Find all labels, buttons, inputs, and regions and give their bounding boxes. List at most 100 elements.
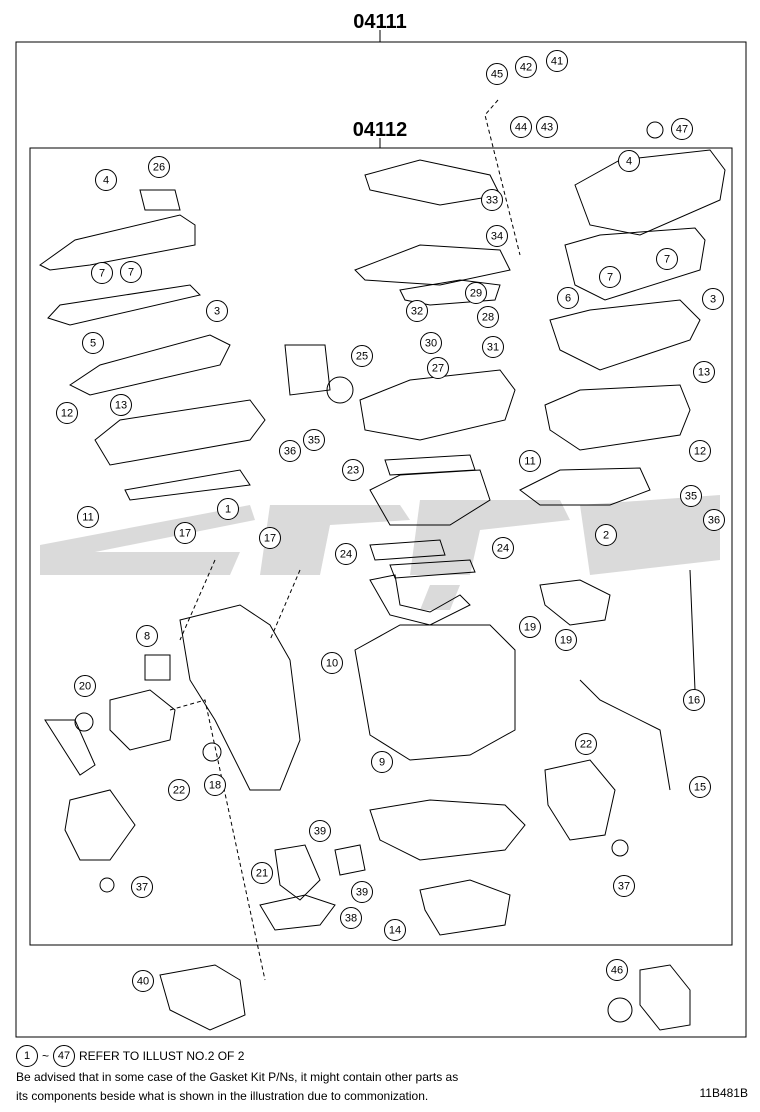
callout-number: 22 — [580, 739, 592, 751]
callout-circle — [519, 450, 541, 472]
callout-number: 37 — [618, 881, 630, 893]
callout-32: 32 — [406, 300, 428, 322]
callout-number: 11 — [524, 456, 535, 468]
egr-valve — [274, 844, 321, 901]
fuel-rail-lower — [399, 279, 501, 306]
dipstick-guide — [579, 679, 671, 791]
callout-circle — [656, 248, 678, 270]
callout-circle — [279, 440, 301, 462]
right-head-cover-gasket — [564, 227, 706, 301]
cylinder-block — [354, 624, 516, 761]
callout-circle — [82, 332, 104, 354]
outer-kit-frame — [15, 41, 747, 1038]
callout-circle — [546, 50, 568, 72]
callout-circle — [351, 345, 373, 367]
water-outlet — [539, 579, 611, 626]
intake-manifold — [369, 469, 491, 526]
advisory-note-line-2: its components beside what is shown in t… — [16, 1089, 429, 1103]
callout-number: 29 — [470, 288, 482, 300]
left-camshaft-housing — [69, 334, 231, 396]
callout-number: 28 — [482, 312, 494, 324]
callout-6: 6 — [557, 287, 579, 309]
callout-7: 7 — [656, 248, 678, 270]
callout-circle — [335, 543, 357, 565]
callout-26: 26 — [148, 156, 170, 178]
callout-24: 24 — [492, 537, 514, 559]
callout-37: 37 — [613, 875, 635, 897]
callout-circle — [384, 919, 406, 941]
callout-28: 28 — [477, 306, 499, 328]
callout-circle — [486, 225, 508, 247]
callout-circle — [683, 689, 705, 711]
callout-number: 6 — [565, 293, 571, 305]
callout-circle — [77, 506, 99, 528]
egr-bracket — [334, 844, 366, 876]
callout-number: 10 — [326, 658, 338, 670]
callout-number: 26 — [153, 162, 165, 174]
callout-number: 40 — [137, 976, 149, 988]
callout-11: 11 — [519, 450, 541, 472]
callout-circle — [110, 394, 132, 416]
callout-circle — [204, 774, 226, 796]
callout-circle — [599, 266, 621, 288]
throttle-body-gasket — [326, 376, 354, 404]
callout-number: 7 — [128, 267, 134, 279]
ref-end-circle: 47 — [53, 1045, 76, 1067]
callout-19: 19 — [519, 616, 541, 638]
callout-20: 20 — [74, 675, 96, 697]
right-camshaft-housing — [549, 299, 701, 371]
callout-circle — [492, 537, 514, 559]
callout-circle — [340, 907, 362, 929]
left-head-cover-gasket — [47, 284, 201, 326]
callout-23: 23 — [342, 459, 364, 481]
callout-circle — [519, 616, 541, 638]
fuel-rail — [354, 244, 511, 286]
callout-38: 38 — [340, 907, 362, 929]
crankshaft-front-seal — [202, 742, 222, 762]
callout-number: 38 — [345, 913, 357, 925]
callout-13: 13 — [110, 394, 132, 416]
callout-12: 12 — [56, 402, 78, 424]
callout-39: 39 — [309, 820, 331, 842]
callout-number: 46 — [611, 965, 623, 977]
callout-44: 44 — [510, 116, 532, 138]
callout-number: 45 — [491, 69, 503, 81]
callout-number: 39 — [356, 887, 368, 899]
callout-number: 47 — [676, 124, 688, 136]
callout-number: 19 — [560, 635, 572, 647]
callout-circle — [206, 300, 228, 322]
oil-pan — [369, 799, 526, 861]
timing-cover-plate — [159, 964, 246, 1031]
callout-circle — [515, 56, 537, 78]
callout-number: 4 — [103, 175, 109, 187]
oil-dipstick — [689, 569, 696, 696]
inner-kit-frame — [29, 147, 733, 946]
callout-4: 4 — [95, 169, 117, 191]
callout-number: 30 — [425, 338, 437, 350]
callout-circle — [702, 288, 724, 310]
callout-17: 17 — [174, 522, 196, 544]
water-pump — [109, 689, 176, 751]
callout-30: 30 — [420, 332, 442, 354]
water-bypass-pipe — [369, 574, 471, 626]
callout-circle — [259, 527, 281, 549]
timing-chain-cover — [179, 604, 301, 791]
left-cylinder-head — [94, 399, 266, 466]
callout-circle — [131, 876, 153, 898]
callout-circle — [486, 63, 508, 85]
callout-number: 19 — [524, 622, 536, 634]
callout-number: 41 — [551, 56, 563, 68]
callout-number: 27 — [432, 363, 444, 375]
callout-number: 31 — [487, 342, 499, 354]
callout-16: 16 — [683, 689, 705, 711]
callout-7: 7 — [91, 262, 113, 284]
callout-number: 33 — [486, 195, 498, 207]
callout-2: 2 — [595, 524, 617, 546]
oil-pan-no2 — [419, 879, 511, 936]
callout-circle — [148, 156, 170, 178]
callout-31: 31 — [482, 336, 504, 358]
water-inlet — [44, 719, 96, 776]
callout-circle — [303, 429, 325, 451]
callout-14: 14 — [384, 919, 406, 941]
